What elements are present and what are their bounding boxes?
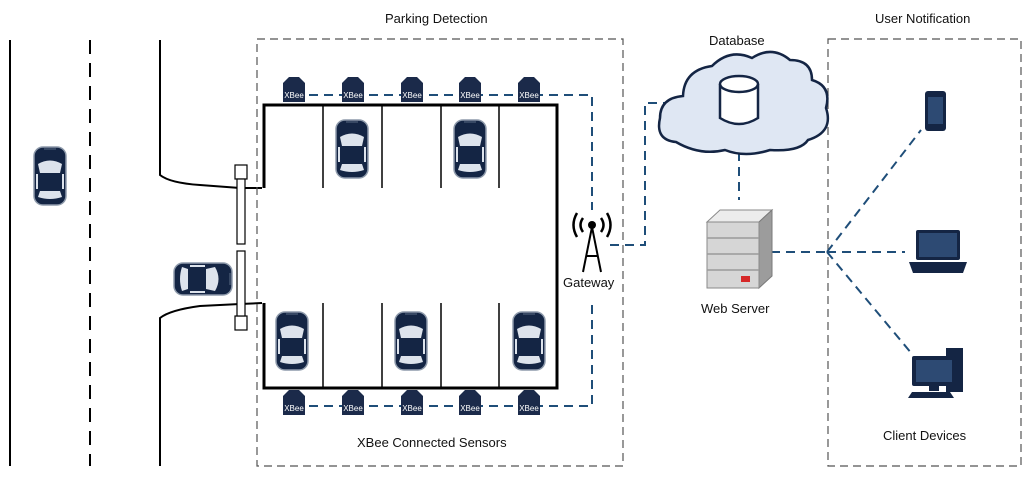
xbee-connected-sensors-label: XBee Connected Sensors — [357, 435, 507, 450]
server-tower-icon — [705, 208, 774, 290]
client-devices-label: Client Devices — [883, 428, 967, 443]
xbee-sensor-icon: XBee — [459, 390, 481, 415]
xbee-sensor-icon: XBee — [518, 390, 540, 415]
parking-lot — [262, 103, 559, 390]
database-label: Database — [709, 33, 765, 48]
user-notification-title: User Notification — [875, 11, 971, 26]
database-cylinder-icon — [718, 74, 760, 126]
parking-detection-region — [256, 38, 624, 467]
xbee-sensor-label: XBee — [460, 91, 480, 100]
antenna-tower-icon — [572, 212, 612, 273]
xbee-sensor-label: XBee — [519, 404, 539, 413]
car-icon — [173, 262, 233, 296]
entrance-barrier — [234, 164, 248, 331]
xbee-sensor-icon: XBee — [342, 390, 364, 415]
xbee-sensor-label: XBee — [402, 404, 422, 413]
sensor-links — [294, 94, 922, 407]
car-icon — [33, 146, 67, 206]
desktop-computer-icon — [908, 348, 963, 398]
xbee-sensor-icon: XBee — [342, 77, 364, 102]
xbee-sensor-label: XBee — [343, 91, 363, 100]
server-led — [741, 276, 750, 282]
xbee-sensor-label: XBee — [402, 91, 422, 100]
car-icon — [453, 119, 487, 179]
road — [9, 40, 263, 466]
xbee-sensor-icon: XBee — [459, 77, 481, 102]
laptop-icon — [909, 230, 967, 273]
xbee-sensor-icon: XBee — [283, 390, 305, 415]
car-icon — [275, 311, 309, 371]
gateway-label: Gateway — [563, 275, 615, 290]
xbee-sensor-label: XBee — [284, 91, 304, 100]
xbee-sensor-label: XBee — [460, 404, 480, 413]
xbee-sensor-icon: XBee — [401, 77, 423, 102]
parking-detection-title: Parking Detection — [385, 11, 488, 26]
xbee-sensor-icon: XBee — [518, 77, 540, 102]
user-notification-region — [827, 38, 1022, 467]
xbee-sensor-label: XBee — [519, 91, 539, 100]
xbee-sensor-icon: XBee — [401, 390, 423, 415]
smartphone-icon — [925, 91, 946, 131]
car-icon — [394, 311, 428, 371]
xbee-sensor-label: XBee — [284, 404, 304, 413]
car-icon — [335, 119, 369, 179]
xbee-sensor-label: XBee — [343, 404, 363, 413]
xbee-sensor-icon: XBee — [283, 77, 305, 102]
car-icon — [512, 311, 546, 371]
web-server-label: Web Server — [701, 301, 770, 316]
